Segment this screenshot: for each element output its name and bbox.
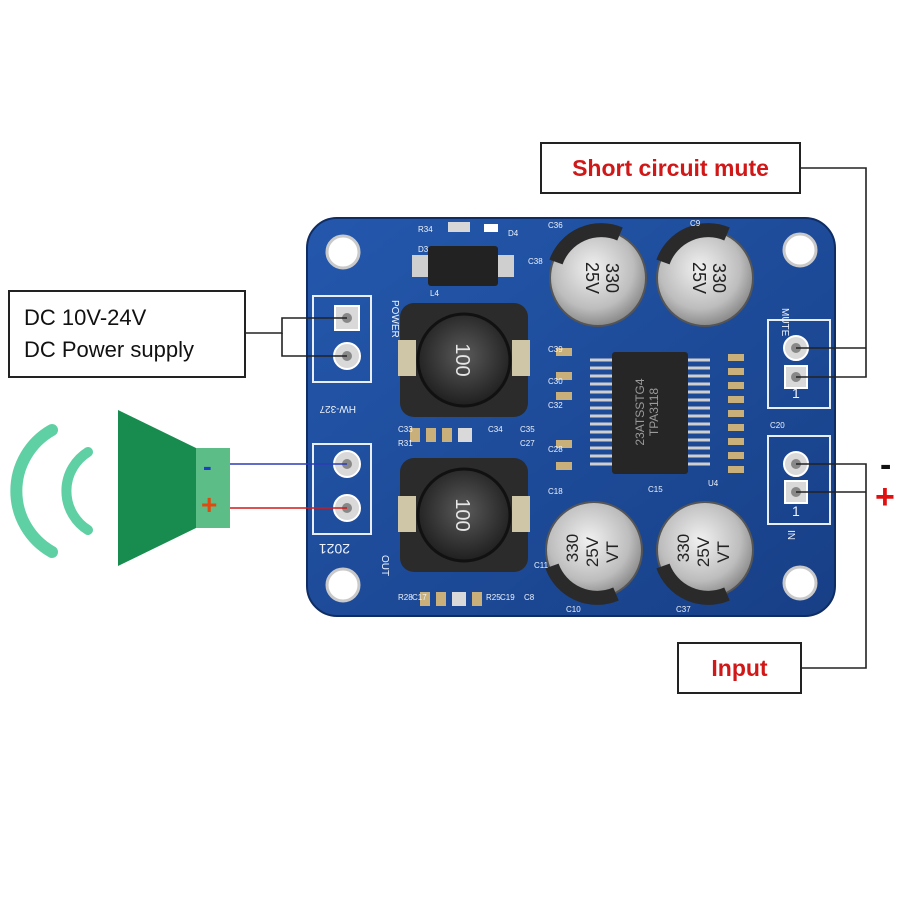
led-d4 (484, 224, 498, 232)
capacitor-top-right: 330 25V (656, 223, 754, 327)
ref-designator: C34 (488, 425, 503, 434)
ref-designator: C38 (528, 257, 543, 266)
ref-designator: C37 (676, 605, 691, 614)
ref-designator: C18 (548, 487, 563, 496)
diode-d3 (412, 246, 514, 286)
ic-line1: 23ATSSTG4 (633, 378, 647, 445)
ref-designator: R34 (418, 225, 433, 234)
connection-lines (230, 167, 867, 669)
ref-designator: R25 (486, 593, 501, 602)
ref-designator: D4 (508, 229, 519, 238)
ref-designator: C33 (398, 425, 413, 434)
ref-designator: R31 (398, 439, 413, 448)
speaker-plus-sign: + (201, 489, 218, 520)
out-silk-label: OUT (379, 555, 390, 576)
speaker-minus-sign: - (203, 451, 212, 481)
capacitor-bottom-left: 330 25V VT (545, 501, 643, 605)
ref-designator: C39 (548, 345, 563, 354)
ref-designator: R28 (398, 593, 413, 602)
mute-callout-leader (796, 167, 867, 378)
ref-designator: D3 (418, 245, 429, 254)
power-callout-leader-2 (281, 333, 347, 357)
inductor-top: 100 (398, 303, 530, 417)
pcb-board: 100 100 330 25V 330 25V 330 25V VT (306, 217, 836, 617)
resistor-r34 (448, 222, 470, 232)
cap-value-label: 330 (709, 263, 729, 293)
cap-voltage-label: 25V (583, 536, 602, 567)
cap-value-label: 330 (602, 263, 622, 293)
smd-components (410, 348, 744, 606)
ref-designator: C30 (548, 377, 563, 386)
power-supply-callout: DC 10V-24V DC Power supply (8, 290, 246, 378)
input-minus-sign: - (880, 446, 892, 484)
cap-voltage-label: 25V (689, 262, 709, 294)
ref-designator: C15 (648, 485, 663, 494)
input-label: Input (711, 654, 768, 681)
ref-designator: C10 (566, 605, 581, 614)
mute-silk-label: MUTE (779, 308, 790, 337)
input-callout: Input (677, 642, 802, 694)
mounting-holes (325, 232, 818, 603)
ref-designator: U4 (708, 479, 719, 488)
ref-designator: C20 (770, 421, 785, 430)
cap-voltage-label: 25V (582, 262, 602, 294)
speaker-icon (10, 410, 230, 566)
cap-voltage-label: 25V (694, 536, 713, 567)
ref-designator: C35 (520, 425, 535, 434)
capacitor-bottom-right: 330 25V VT (656, 501, 754, 605)
silkscreen: POWER MUTE OUT IN HW-327 2021 1 1 (319, 300, 800, 576)
ref-designator: C8 (524, 593, 535, 602)
short-circuit-mute-callout: Short circuit mute (540, 142, 801, 194)
power-callout-leader (246, 317, 347, 334)
amplifier-ic: 23ATSSTG4 TPA3118 (590, 352, 710, 474)
input-callout-leader (796, 463, 867, 669)
ref-designator: C9 (690, 219, 701, 228)
cap-value-label: 330 (674, 534, 693, 562)
inductor-bottom-label: 100 (451, 498, 473, 531)
ref-designator: C19 (500, 593, 515, 602)
power-supply-label: DC Power supply (24, 337, 194, 362)
capacitor-top-left: 330 25V (549, 223, 647, 327)
cap-value-label: 330 (563, 534, 582, 562)
ref-designator: C27 (520, 439, 535, 448)
mute-pin1-label: 1 (792, 385, 800, 401)
in-silk-label: IN (785, 530, 796, 540)
ic-line2: TPA3118 (647, 388, 661, 437)
input-plus-sign: + (875, 478, 895, 516)
year-silk-label: 2021 (319, 541, 350, 557)
inductor-bottom: 100 (398, 458, 530, 572)
power-silk-label: POWER (389, 300, 400, 338)
input-pin1-label: 1 (792, 503, 800, 519)
ref-designator: C17 (412, 593, 427, 602)
ref-designator: C36 (548, 221, 563, 230)
power-terminals (312, 295, 372, 383)
model-silk-label: HW-327 (319, 403, 356, 414)
inductor-top-label: 100 (451, 343, 473, 376)
cap-series-label: VT (603, 541, 622, 563)
ref-designator: C32 (548, 401, 563, 410)
ref-designator: L4 (430, 289, 439, 298)
short-circuit-mute-label: Short circuit mute (572, 154, 769, 181)
power-voltage-label: DC 10V-24V (24, 305, 147, 330)
cap-series-label: VT (714, 541, 733, 563)
ref-designator: C28 (548, 445, 563, 454)
ref-designator: C11 (534, 561, 549, 570)
